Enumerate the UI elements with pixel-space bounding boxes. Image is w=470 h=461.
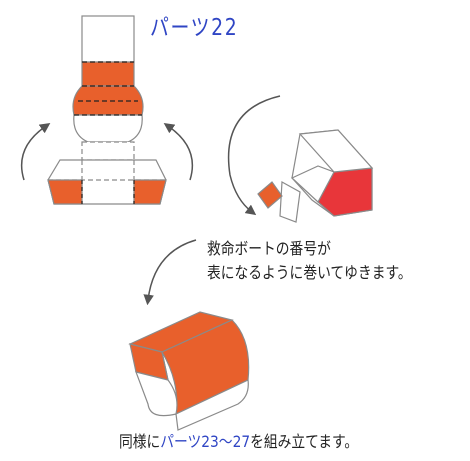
- rolling-orange-tab: [257, 181, 283, 209]
- rolling-arrow: [227, 95, 281, 216]
- net-left-orange-flap: [47, 179, 83, 205]
- net-white-hull: [73, 114, 143, 143]
- boat-bottom-white: [175, 379, 249, 431]
- down-arrow: [143, 239, 197, 306]
- instruction-line-1: 救命ボートの番号が: [207, 239, 331, 258]
- net-top-white-section: [81, 15, 135, 63]
- footer-text: 同様にパーツ23～27を組み立てます。: [119, 428, 358, 452]
- footer-suffix: を組み立てます。: [250, 432, 359, 451]
- rolling-part: [257, 129, 374, 223]
- flat-part-net: [47, 15, 167, 205]
- curl-arrow-right: [163, 123, 194, 181]
- rolling-side-panel: [290, 165, 335, 203]
- instruction-line-2: 表になるように巻いてゆきます。: [207, 263, 412, 282]
- net-orange-bow: [72, 85, 144, 116]
- part-title: パーツ22: [150, 15, 239, 41]
- boat-front-white: [135, 371, 178, 417]
- net-orange-band: [81, 61, 135, 87]
- net-middle-column: [81, 141, 135, 161]
- footer-parts-range: パーツ23～27: [160, 432, 251, 451]
- net-right-orange-flap: [133, 179, 167, 205]
- rolling-fold-panel: [298, 129, 374, 173]
- curl-arrow-left: [20, 123, 51, 181]
- instruction-text: 救命ボートの番号が 表になるように巻いてゆきます。: [207, 237, 412, 285]
- footer-prefix: 同様に: [119, 432, 161, 451]
- rolling-small-flap: [279, 181, 301, 223]
- finished-lifeboat: [128, 311, 250, 431]
